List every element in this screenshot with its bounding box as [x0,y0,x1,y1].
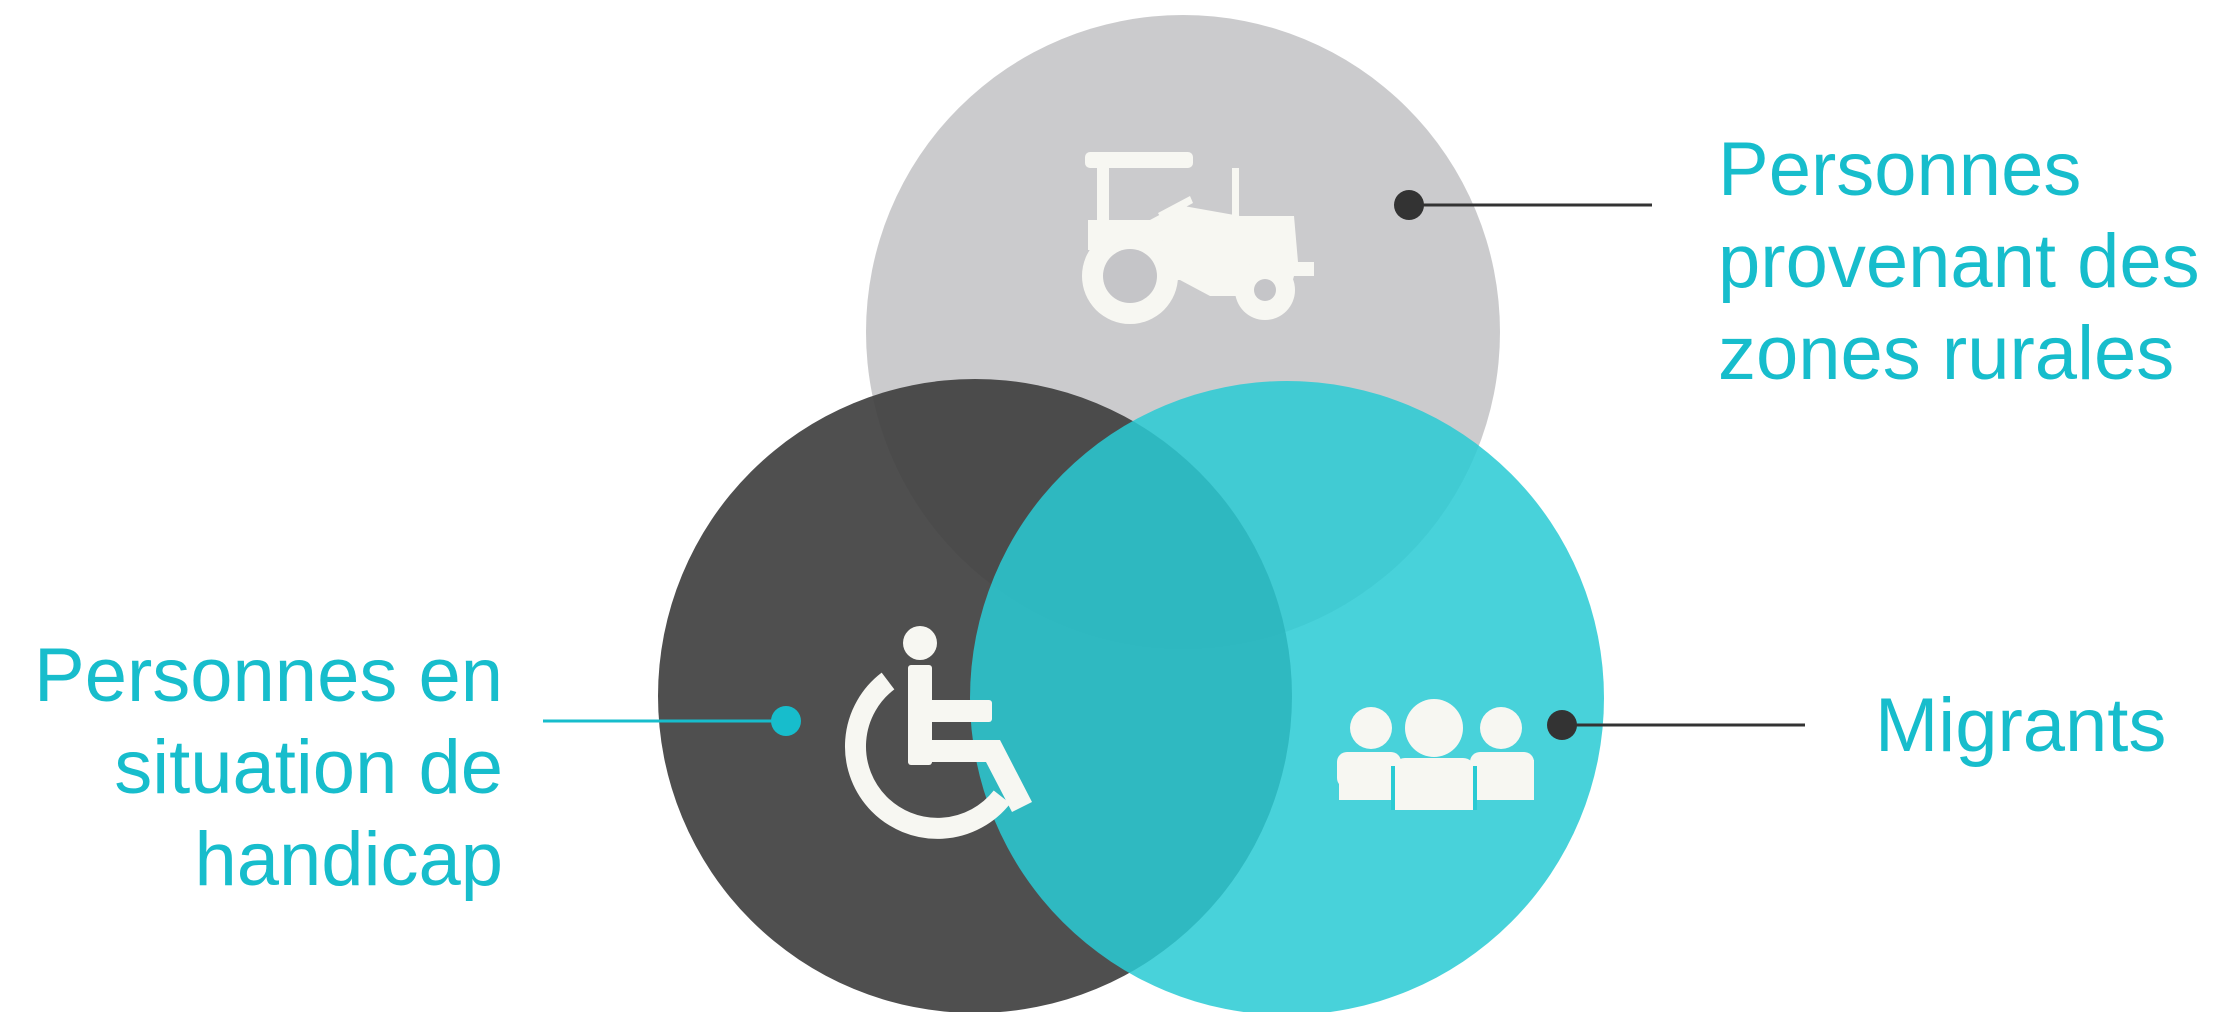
rural-label-line: provenant des [1718,219,2200,304]
migrants-label: Migrants [1875,680,2166,772]
migrants-label-line: Migrants [1875,683,2167,768]
migrants-circle [970,381,1604,1012]
rural-label-line: Personnes [1718,127,2082,212]
handicap-label-line: situation de [114,725,503,810]
people-group-separators [1391,766,1477,810]
people-group-icon [1337,699,1534,810]
rural-connector [1394,190,1652,220]
migrants-connector [1547,710,1805,740]
rural-label-line: zones rurales [1718,311,2175,396]
wheelchair-icon [844,626,1032,839]
tractor-wheel-hub-large [1103,249,1157,303]
handicap-label-line: Personnes en [34,633,503,718]
tractor-wheel-hub-small [1254,279,1276,301]
handicap-connector [543,706,801,736]
handicap-label: Personnes en situation de handicap [0,630,503,906]
handicap-label-line: handicap [194,817,504,902]
rural-label: Personnes provenant des zones rurales [1718,124,2200,400]
